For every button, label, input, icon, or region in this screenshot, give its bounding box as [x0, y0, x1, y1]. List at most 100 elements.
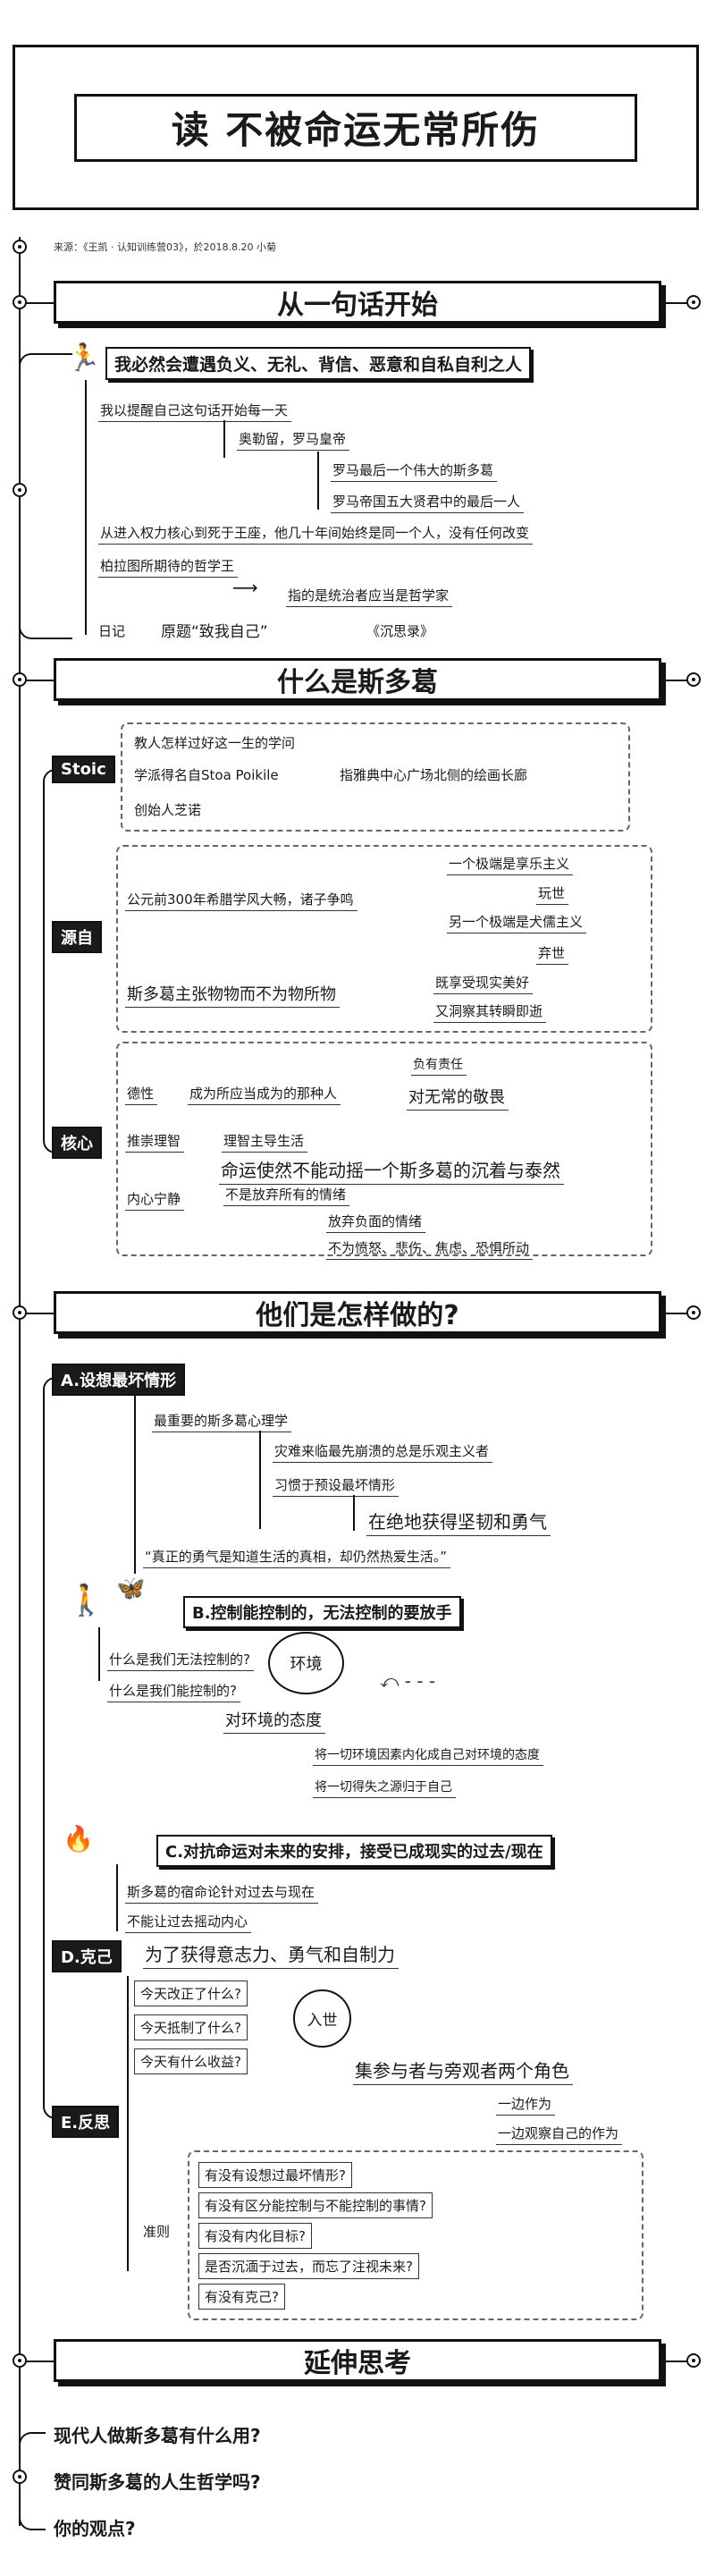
e-question-2: 今天抵制了什么?	[134, 2014, 248, 2040]
e-question-1: 今天改正了什么?	[134, 1981, 248, 2006]
a-line-1: 最重要的斯多葛心理学	[152, 1411, 292, 1432]
spine-node	[686, 672, 701, 687]
reflect-question-2: 赞同斯多葛的人生哲学吗?	[54, 2471, 261, 2493]
criteria-2: 有没有区分能控制与不能控制的事情?	[198, 2192, 433, 2218]
spine-node	[13, 2353, 27, 2368]
tag-origin: 源自	[52, 921, 102, 953]
butterfly-icon: 🦋	[116, 1575, 146, 1602]
tag-d: D.克己	[52, 1940, 122, 1972]
fire-scene-icon: 🔥	[63, 1824, 94, 1854]
branch-line	[116, 1864, 118, 1931]
e-question-3: 今天有什么收益?	[134, 2048, 248, 2074]
criteria-3: 有没有内化目标?	[198, 2223, 312, 2249]
origin-line-1: 公元前300年希腊学风大畅，诸子争鸣	[125, 890, 358, 911]
stoic-line-4: 创始人芝诺	[134, 802, 202, 818]
branch-line	[259, 1431, 261, 1529]
branch-line	[223, 420, 225, 458]
core-line-4: 对无常的敬畏	[407, 1085, 509, 1111]
d-line-1: 为了获得意志力、勇气和自制力	[143, 1940, 399, 1969]
page-title: 读 不被命运无常所伤	[74, 93, 637, 162]
e-line-6: 一边作为	[496, 2094, 556, 2116]
core-line-7: 命运使然不能动摇一个斯多葛的沉着与泰然	[219, 1156, 564, 1185]
origin-box	[116, 845, 652, 1033]
core-box	[116, 1042, 652, 1256]
branch-line	[85, 380, 87, 635]
core-line-2: 成为所应当成为的那种人	[188, 1084, 341, 1105]
criteria-1: 有没有设想过最坏情形?	[198, 2162, 352, 2188]
b-line-5: 将一切环境因素内化成自己对环境的态度	[313, 1745, 543, 1766]
origin-line-8: 又洞察其转瞬即逝	[433, 1001, 547, 1023]
core-line-1: 德性	[125, 1084, 158, 1105]
branch-line	[98, 1627, 100, 1681]
title-frame: 读 不被命运无常所伤	[13, 45, 699, 210]
b-line-6: 将一切得失之源归于自己	[313, 1778, 456, 1798]
e-line-8: 准则	[143, 2224, 171, 2240]
b-line-2: 什么是我们能控制的?	[107, 1681, 240, 1702]
spine-node	[13, 240, 27, 254]
stoic-line-1: 教人怎样过好这一生的学问	[134, 735, 296, 751]
spine-node	[13, 295, 27, 309]
section-header-1: 从一句话开始	[54, 281, 661, 324]
origin-line-6: 斯多葛主张物物而不为物所物	[125, 982, 340, 1008]
branch-line	[134, 1395, 136, 1574]
branch-line	[317, 452, 319, 510]
branch-bracket	[43, 769, 61, 1153]
core-line-11: 不为愤怒、悲伤、焦虑、恐惧所动	[326, 1238, 534, 1260]
criteria-box	[188, 2150, 644, 2320]
spine-node	[686, 2353, 701, 2368]
figure-butterfly-icon: 🚶	[67, 1583, 105, 1618]
tag-c: C.对抗命运对未来的安排，接受已成现实的过去/现在	[156, 1835, 552, 1867]
origin-line-4: 另一个极端是犬儒主义	[447, 912, 587, 933]
spine-node	[686, 1305, 701, 1320]
b-line-1: 什么是我们无法控制的?	[107, 1650, 254, 1671]
e-line-5: 集参与者与旁观者两个角色	[353, 2057, 573, 2085]
s1-line-5: 从进入权力核心到死于王座，他几十年间始终是同一个人，没有任何改变	[98, 523, 534, 545]
source-note: 来源：《王凯 · 认知训练营03》，於2018.8.20 小菊	[54, 241, 276, 253]
s1-line-3: 罗马最后一个伟大的斯多葛	[331, 460, 498, 482]
branch-bracket	[19, 353, 72, 639]
core-line-8: 内心宁静	[125, 1189, 185, 1211]
core-line-10: 放弃负面的情绪	[326, 1212, 426, 1233]
spine-node	[686, 295, 701, 309]
spine-node	[13, 1305, 27, 1320]
s1-line-8a: 日记	[98, 623, 126, 639]
origin-line-3: 玩世	[536, 883, 569, 905]
c-line-1: 斯多葛的宿命论针对过去与现在	[125, 1882, 319, 1904]
a-line-4: 在绝地获得坚韧和勇气	[366, 1508, 551, 1536]
s1-line-1: 我以提醒自己这句话开始每一天	[98, 401, 292, 422]
b-line-4: 对环境的态度	[223, 1708, 325, 1734]
s1-line-6: 柏拉图所期待的哲学王	[98, 556, 239, 578]
c-line-2: 不能让过去摇动内心	[125, 1912, 252, 1933]
s1-line-8c: 《沉思录》	[366, 623, 434, 639]
core-line-6: 理智主导生活	[222, 1131, 308, 1153]
section-header-2: 什么是斯多葛	[54, 658, 661, 701]
tag-core: 核心	[52, 1127, 102, 1159]
spine-node	[13, 672, 27, 687]
a-line-5: “真正的勇气是知道生活的真相，却仍然热爱生活。”	[143, 1547, 451, 1568]
worldly-bubble: 入世	[293, 1989, 351, 2048]
section-header-4: 延伸思考	[54, 2339, 661, 2382]
origin-line-7: 既享受现实美好	[433, 973, 534, 994]
s1-line-8b: 原题“致我自己”	[161, 623, 268, 641]
section-header-3: 他们是怎样做的?	[54, 1291, 661, 1334]
branch-node	[13, 483, 27, 497]
tag-a: A.设想最坏情形	[52, 1364, 186, 1396]
stoic-box	[121, 722, 630, 832]
e-line-7: 一边观察自己的作为	[496, 2124, 623, 2145]
reflect-question-1: 现代人做斯多葛有什么用?	[54, 2425, 261, 2446]
core-line-5: 推崇理智	[125, 1131, 185, 1153]
tag-b: B.控制能控制的，无法控制的要放手	[183, 1596, 461, 1628]
core-line-3: 负有责任	[411, 1055, 467, 1076]
environment-bubble: 环境	[268, 1632, 344, 1694]
s1-line-4: 罗马帝国五大贤君中的最后一人	[331, 492, 525, 513]
reflect-question-3: 你的观点?	[54, 2518, 136, 2539]
branch-line	[127, 1976, 129, 2271]
branch-bracket	[43, 1377, 61, 2119]
s1-line-7: 指的是统治者应当是哲学家	[286, 586, 453, 607]
core-line-9: 不是放弃所有的情绪	[223, 1185, 350, 1206]
key-quote: 我必然会遭遇负义、无礼、背信、恶意和自私自利之人	[105, 347, 532, 380]
spine-node	[13, 2470, 27, 2484]
origin-line-5: 弃世	[536, 943, 569, 965]
criteria-5: 有没有克己?	[198, 2284, 285, 2310]
main-spine	[19, 237, 21, 2526]
